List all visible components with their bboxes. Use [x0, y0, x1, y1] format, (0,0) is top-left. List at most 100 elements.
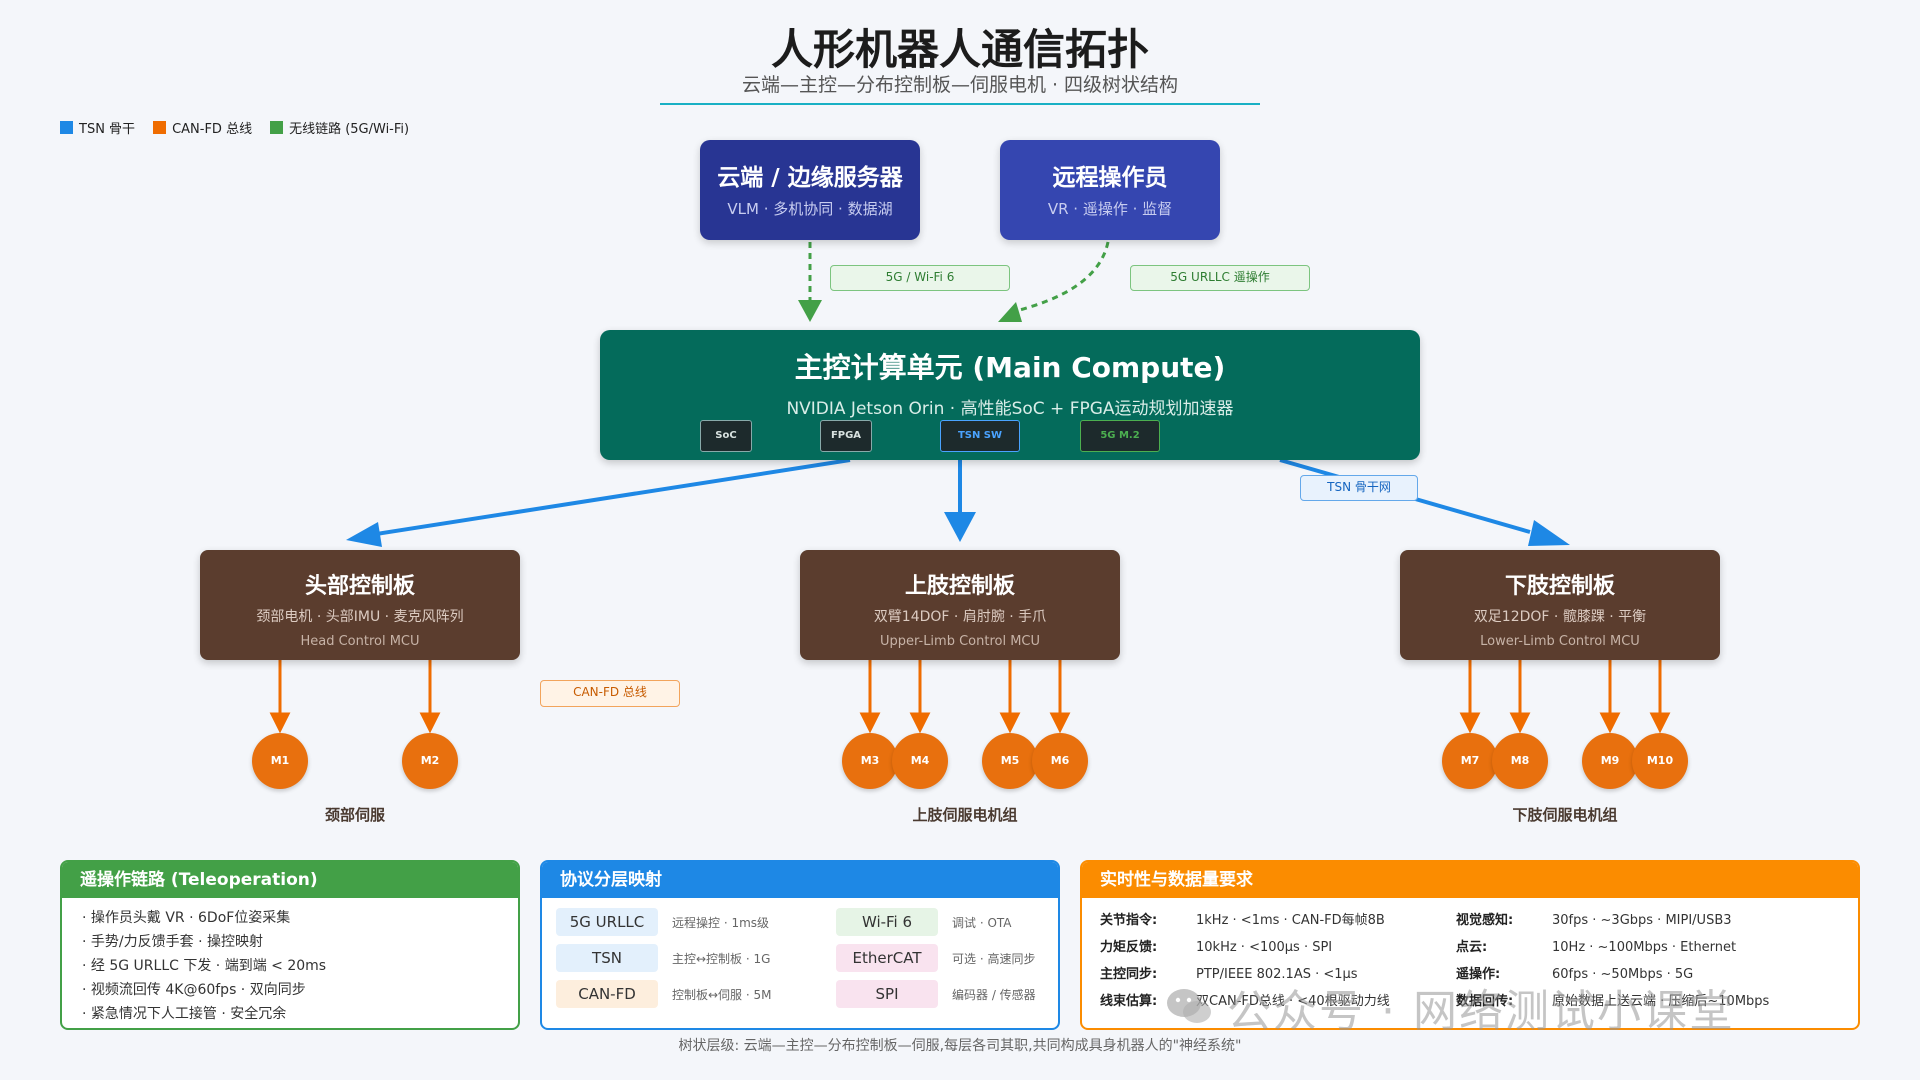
tag-operator-link: 5G URLLC 遥操作 [1130, 265, 1310, 291]
realtime-key: 关节指令: [1100, 913, 1158, 928]
group-label-lower: 下肢伺服电机组 [1512, 806, 1618, 824]
realtime-panel: 实时性与数据量要求 关节指令: 1kHz · <1ms · CAN-FD每帧8B… [1080, 860, 1860, 1030]
realtime-value: 10kHz · <100μs · SPI [1196, 940, 1333, 955]
protocol-desc: 编码器 / 传感器 [952, 987, 1036, 1002]
chip-fpga: FPGA [820, 420, 872, 452]
protocol-desc: 远程操控 · 1ms级 [672, 915, 770, 930]
protocol-panel-title: 协议分层映射 [542, 862, 1058, 898]
arrowhead-operator-main [998, 302, 1022, 322]
list-item: · 紧急情况下人工接管 · 安全冗余 [82, 1006, 287, 1022]
arrowhead-cloud-main [798, 300, 822, 322]
lower-limb-controller-node: 下肢控制板 双足12DOF · 髋膝踝 · 平衡 Lower-Limb Cont… [1400, 550, 1720, 660]
title-underline [660, 103, 1260, 105]
legend-swatch-blue [60, 121, 73, 134]
tag-canfd-bus: CAN-FD 总线 [540, 680, 680, 707]
protocol-chip-spi: SPI [836, 980, 938, 1008]
group-label-upper: 上肢伺服电机组 [912, 806, 1018, 824]
legend-item-tsn: TSN 骨干 [60, 118, 135, 137]
head-controller-en: Head Control MCU [300, 634, 420, 649]
cloud-server-node: 云端 / 边缘服务器 VLM · 多机协同 · 数据湖 [700, 140, 920, 240]
page-title: 人形机器人通信拓扑 [770, 25, 1149, 74]
protocol-chip-wifi6: Wi-Fi 6 [836, 908, 938, 936]
teleop-panel: 遥操作链路 (Teleoperation) · 操作员头戴 VR · 6DoF位… [60, 860, 520, 1030]
motor-m5: M5 [982, 733, 1038, 789]
motor-m8: M8 [1492, 733, 1548, 789]
legend: TSN 骨干 CAN-FD 总线 无线链路 (5G/Wi-Fi) [60, 118, 409, 137]
protocol-chip-tsn: TSN [556, 944, 658, 972]
legend-item-wireless: 无线链路 (5G/Wi-Fi) [270, 118, 409, 137]
head-controller-node: 头部控制板 颈部电机 · 头部IMU · 麦克风阵列 Head Control … [200, 550, 520, 660]
group-label-head: 颈部伺服 [324, 806, 385, 824]
list-item: · 手势/力反馈手套 · 操控映射 [82, 934, 263, 950]
protocol-desc: 可选 · 高速同步 [952, 951, 1036, 966]
realtime-key: 线束估算: [1100, 994, 1158, 1009]
list-item: · 经 5G URLLC 下发 · 端到端 < 20ms [82, 958, 327, 974]
realtime-key: 视觉感知: [1456, 913, 1514, 928]
motor-m9: M9 [1582, 733, 1638, 789]
chip-tsn-switch: TSN SW [940, 420, 1020, 452]
cloud-node-subtitle: VLM · 多机协同 · 数据湖 [727, 200, 893, 218]
realtime-value: 1kHz · <1ms · CAN-FD每帧8B [1196, 913, 1385, 928]
list-item: · 视频流回传 4K@60fps · 双向同步 [82, 982, 306, 998]
teleop-list: · 操作员头戴 VR · 6DoF位姿采集 · 手势/力反馈手套 · 操控映射 … [62, 898, 518, 1026]
wechat-icon [1165, 987, 1213, 1027]
page-subtitle: 云端—主控—分布控制板—伺服电机 · 四级树状结构 [741, 74, 1179, 96]
motor-m4: M4 [892, 733, 948, 789]
motor-m6: M6 [1032, 733, 1088, 789]
protocol-chip-ethercat: EtherCAT [836, 944, 938, 972]
realtime-key: 主控同步: [1100, 967, 1158, 982]
main-compute-subtitle: NVIDIA Jetson Orin · 高性能SoC + FPGA运动规划加速… [786, 399, 1234, 419]
upper-controller-title: 上肢控制板 [904, 574, 1015, 599]
realtime-value: 双CAN-FD总线 · <40根驱动力线 [1196, 994, 1390, 1009]
watermark: 公众号 · 网络测试小课堂 [1165, 975, 1735, 1039]
main-compute-node: 主控计算单元 (Main Compute) NVIDIA Jetson Orin… [600, 330, 1420, 460]
realtime-value: 30fps · ~3Gbps · MIPI/USB3 [1552, 913, 1732, 928]
protocol-panel: 协议分层映射 5G URLLC 远程操控 · 1ms级 Wi-Fi 6 调试 ·… [540, 860, 1060, 1030]
head-controller-desc: 颈部电机 · 头部IMU · 麦克风阵列 [256, 609, 464, 625]
main-compute-title: 主控计算单元 (Main Compute) [794, 351, 1226, 384]
motor-m1: M1 [252, 733, 308, 789]
legend-item-canfd: CAN-FD 总线 [153, 118, 252, 137]
footnote: 树状层级: 云端—主控—分布控制板—伺服,每层各司其职,共同构成具身机器人的"神… [678, 1038, 1242, 1054]
protocol-desc: 主控↔控制板 · 1G [672, 951, 771, 966]
protocol-chip-canfd: CAN-FD [556, 980, 658, 1008]
cloud-node-title: 云端 / 边缘服务器 [717, 165, 903, 191]
protocol-chip-5g-urllc: 5G URLLC [556, 908, 658, 936]
teleop-panel-title: 遥操作链路 (Teleoperation) [62, 862, 518, 898]
watermark-text: 公众号 · 网络测试小课堂 [1227, 986, 1735, 1037]
motor-m3: M3 [842, 733, 898, 789]
realtime-value: 原始数据上送云端 · 压缩后~10Mbps [1552, 994, 1770, 1009]
protocol-grid: 5G URLLC 远程操控 · 1ms级 Wi-Fi 6 调试 · OTA TS… [542, 898, 1058, 1018]
lower-controller-desc: 双足12DOF · 髋膝踝 · 平衡 [1473, 609, 1647, 625]
upper-controller-en: Upper-Limb Control MCU [879, 634, 1041, 649]
operator-node-title: 远程操作员 [1052, 165, 1168, 191]
chip-soc: SoC [700, 420, 752, 452]
motor-m7: M7 [1442, 733, 1498, 789]
motor-m2: M2 [402, 733, 458, 789]
realtime-key: 力矩反馈: [1100, 940, 1158, 955]
head-controller-title: 头部控制板 [304, 574, 415, 599]
upper-limb-controller-node: 上肢控制板 双臂14DOF · 肩肘腕 · 手爪 Upper-Limb Cont… [800, 550, 1120, 660]
realtime-key: 遥操作: [1456, 967, 1501, 982]
lower-controller-title: 下肢控制板 [1504, 574, 1615, 599]
realtime-value: 10Hz · ~100Mbps · Ethernet [1552, 940, 1737, 955]
link-operator-main [1011, 241, 1110, 314]
protocol-desc: 控制板↔伺服 · 5M [672, 987, 772, 1002]
realtime-value: PTP/IEEE 802.1AS · <1μs [1196, 967, 1358, 982]
remote-operator-node: 远程操作员 VR · 遥操作 · 监督 [1000, 140, 1220, 240]
arrowhead-main-upper [944, 512, 976, 542]
legend-swatch-green [270, 121, 284, 134]
realtime-value: 60fps · ~50Mbps · 5G [1552, 967, 1694, 982]
arrowhead-main-head [346, 522, 382, 547]
chip-5g-m2: 5G M.2 [1080, 420, 1160, 452]
arrowhead-main-lower [1528, 520, 1570, 546]
operator-node-subtitle: VR · 遥操作 · 监督 [1047, 200, 1173, 218]
realtime-key: 数据回传: [1456, 994, 1514, 1009]
legend-swatch-orange [153, 121, 167, 134]
realtime-panel-title: 实时性与数据量要求 [1082, 862, 1858, 898]
realtime-key: 点云: [1456, 940, 1488, 955]
upper-controller-desc: 双臂14DOF · 肩肘腕 · 手爪 [873, 609, 1047, 625]
motor-m10: M10 [1632, 733, 1688, 789]
canfd-drops [269, 660, 1671, 734]
realtime-grid: 关节指令: 1kHz · <1ms · CAN-FD每帧8B 视觉感知: 30f… [1082, 898, 1858, 1025]
